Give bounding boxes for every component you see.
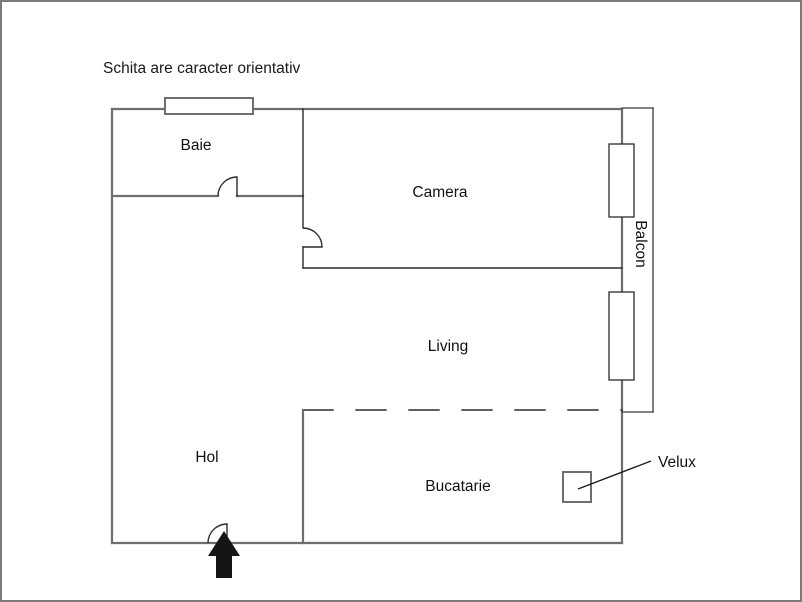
entrance-direction-arrow — [208, 531, 240, 578]
balcon-window-upper — [608, 143, 635, 218]
room-label-camera: Camera — [412, 184, 468, 201]
entrance-door-arc — [207, 523, 228, 544]
disclaimer-note: Schita are caracter orientativ — [103, 60, 301, 77]
camera-door-arc — [302, 227, 323, 248]
balcon-window-lower — [608, 291, 635, 381]
room-label-bucatarie: Bucatarie — [425, 478, 490, 495]
room-label-baie: Baie — [180, 137, 211, 154]
baie-door-arc — [217, 176, 238, 197]
velux-label: Velux — [658, 454, 696, 471]
velux-leader-line — [577, 460, 652, 490]
room-label-living: Living — [428, 338, 469, 355]
velux-skylight — [562, 471, 592, 503]
balcon-label: Balcon — [632, 220, 649, 267]
baie-window — [164, 97, 254, 115]
room-label-hol: Hol — [195, 449, 218, 466]
